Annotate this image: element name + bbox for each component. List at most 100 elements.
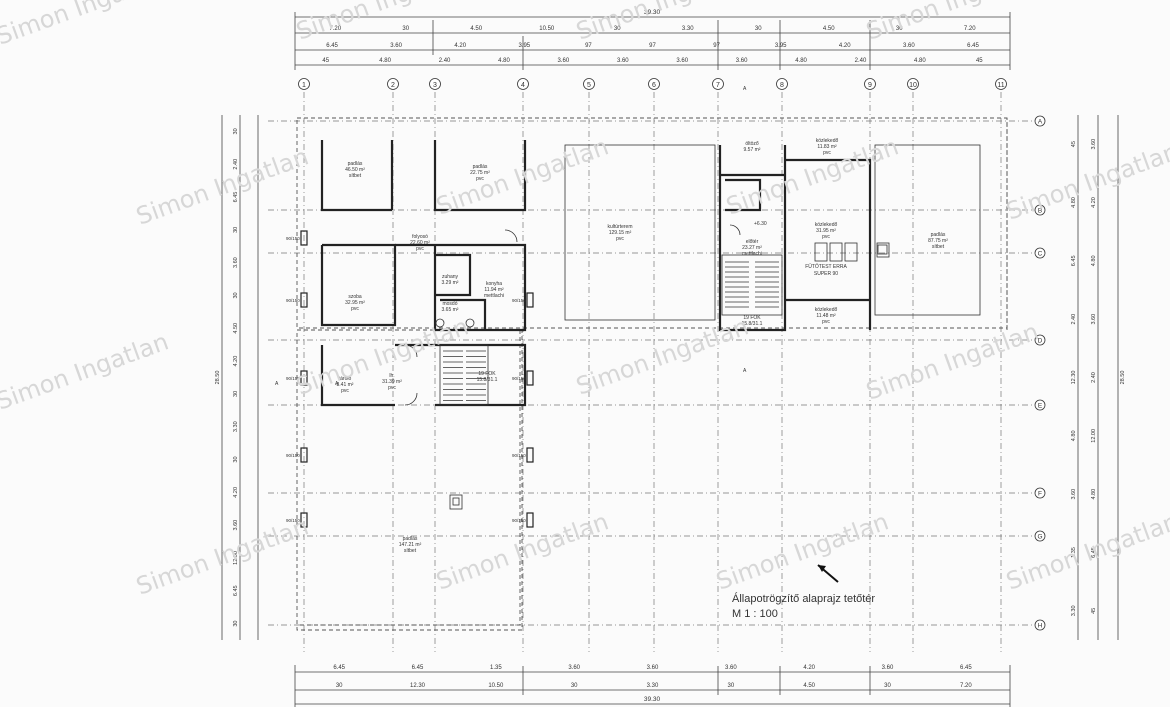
section-marker-left: A [275,381,279,387]
door-marker-frame [300,447,308,463]
dim-bottom-row1: 4.20 [803,665,815,671]
room-floor: pvc [616,236,624,242]
grid-col-bubble [517,78,529,90]
door-marker: 90/150 [286,230,308,246]
room-floor: pvc [822,319,830,325]
dim-top-row1: 30 [755,26,762,32]
door-marker-frame [300,370,308,386]
door-marker-frame [526,370,534,386]
dim-left-col: 4.20 [233,487,239,498]
dim-bottom-row2: 30 [727,683,734,689]
building-outline [296,117,1008,631]
dim-right-col-b: 2.40 [1091,372,1097,383]
room-area: 8.41 m² [337,382,354,388]
dim-top-row3: 3.60 [736,58,748,64]
grid-row-bubble [1034,247,1046,259]
room-area: 22.60 m² [410,240,430,246]
dim-left-col: 4.20 [233,356,239,367]
dim-bottom-row2: 4.50 [803,683,815,689]
door-marker: 90/150 [512,292,534,308]
grid-col-bubble [387,78,399,90]
dim-right-col-b: 4.80 [1091,255,1097,266]
north-arrow-icon [817,564,839,583]
dim-top-row2: 3.60 [390,43,402,49]
watermark-text: Simon Ingatlan [292,0,472,46]
dim-top-row2: 97 [585,43,592,49]
room-name: padlás [348,161,363,167]
grid-col-label: 4 [521,82,525,89]
room-floor: sítbet [349,173,362,179]
grid-row-label: G [1037,534,1042,541]
door-marker-label: 90/150 [286,518,300,523]
dim-left-col: 4.50 [233,323,239,334]
dim-bottom-row1: 6.45 [333,665,345,671]
room-floor: mettlachi [742,251,762,257]
dim-bottom-row1: 3.60 [647,665,659,671]
door-markers: 90/150 90/150 90/150 90/150 90/150 90/150 90/1… [286,230,534,528]
dim-right-col-a: 12.30 [1071,371,1077,385]
dim-right-col-b: 4.20 [1091,197,1097,208]
room-name: közlekedő [815,307,838,313]
grid-col-label: 5 [587,82,591,89]
dim-bottom-row2: 12.30 [410,683,426,689]
dim-left-col: 2.40 [233,159,239,170]
boiler-label: FŰTŐTEST ERRA SUPER 90 [805,263,847,277]
room-floor: pvc [476,176,484,182]
dim-right-col-a: 1.35 [1071,547,1077,558]
room-area: 9.57 m² [744,147,761,153]
watermark-text: Simon Ingatlan [0,327,172,415]
watermark-text: Simon Ingatlan [862,317,1042,405]
grid-row-bubble [1034,530,1046,542]
room-floor: sítbet [404,548,417,554]
dim-right-col-b: 6.45 [1091,547,1097,558]
grid-row-bubble [1034,334,1046,346]
grid-col-bubble [776,78,788,90]
dim-right-total: 28.50 [1120,371,1126,385]
dim-left-col: 3.30 [233,421,239,432]
watermark-text: Simon Ingatlan [0,0,172,51]
dim-top-row2: 97 [649,43,656,49]
door-marker-label: 90/150 [512,376,526,381]
dim-right-col-b: 3.60 [1091,139,1097,150]
room-name: szoba [348,294,362,300]
dim-bottom-row2: 10.50 [488,683,504,689]
dim-right-col-b: 4.80 [1091,489,1097,500]
grid-col-label: 8 [780,82,784,89]
dim-bottom-row2: 3.30 [647,683,659,689]
door-marker-label: 90/150 [286,298,300,303]
section-marker-top: A [743,86,747,92]
grid-row-label: A [1038,119,1043,126]
room-name: előtér [746,239,759,245]
dim-left-col: 30 [233,292,239,298]
door-marker: 90/150 [286,512,308,528]
dim-bottom-total: 39.30 [644,696,661,703]
grid-col-bubble [429,78,441,90]
room-area: 32.95 m² [345,300,365,306]
door-marker-label: 90/150 [512,518,526,523]
room-area: 3.65 m² [442,307,459,313]
room-floor: pvc [388,385,396,391]
room-floor: pvc [341,388,349,394]
door-marker-frame [526,292,534,308]
room-area: 3.29 m² [442,280,459,286]
dim-top-row2: 97 [713,43,720,49]
stair-label-right: 19 FOK 15.8/31.1 [742,315,763,327]
room-name: közlekedő [815,222,838,228]
door-marker-label: 90/150 [286,236,300,241]
door-marker-frame [526,512,534,528]
door-marker: 90/150 [512,447,534,463]
dim-left-col: 12.00 [233,551,239,565]
dim-top-total: 39.30 [644,9,661,16]
dim-left-col: 30 [233,391,239,397]
grid-row-bubble [1034,399,1046,411]
dim-top-row3: 4.80 [379,58,391,64]
room-area: 11.94 m² [484,287,504,293]
dim-right-col-b: 12.00 [1091,429,1097,443]
